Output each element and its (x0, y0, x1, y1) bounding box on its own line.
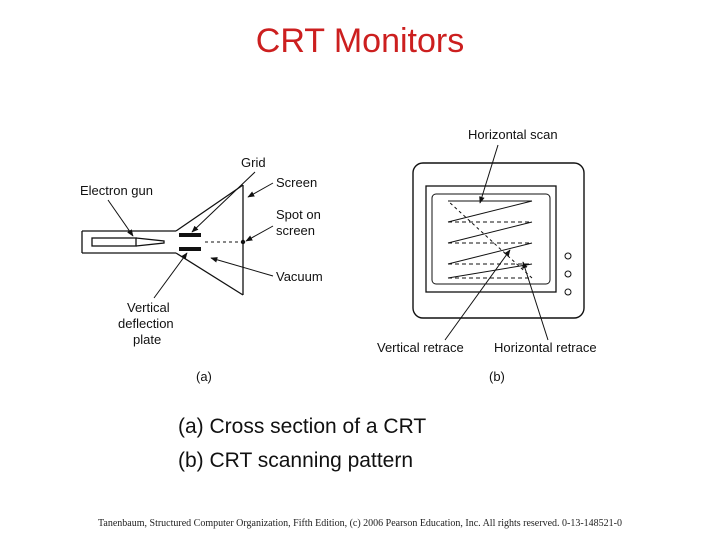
label-vertical-line1: Vertical (127, 300, 170, 315)
arrow-horizontal-scan (479, 144, 499, 204)
label-grid: Grid (241, 155, 266, 170)
slide-title: CRT Monitors (255, 22, 465, 60)
label-spot-line2: screen (276, 223, 315, 238)
arrow-horizontal-retrace (522, 261, 549, 341)
electron-gun (91, 237, 137, 247)
label-vertical-retrace: Vertical retrace (377, 340, 464, 355)
label-horizontal-retrace: Horizontal retrace (494, 340, 597, 355)
arrow-electron-gun (107, 199, 134, 237)
label-vacuum: Vacuum (276, 269, 323, 284)
crt-flare (175, 184, 244, 296)
caption-line-a: (a) Cross section of a CRT (178, 415, 427, 438)
deflection-plate-bottom (179, 247, 201, 251)
label-spot-line1: Spot on (276, 207, 321, 222)
monitor-knob-1 (564, 252, 572, 260)
arrow-spot (245, 225, 274, 242)
arrow-vacuum (210, 257, 274, 277)
arrow-deflection (153, 252, 188, 299)
caption-line-b: (b) CRT scanning pattern (178, 449, 414, 472)
arrow-vertical-retrace (444, 249, 511, 341)
figure-caption: (a) Cross section of a CRT (b) CRT scann… (178, 410, 426, 478)
crt-monitor (412, 162, 585, 319)
label-electron-gun: Electron gun (80, 183, 153, 198)
deflection-plate-top (179, 233, 201, 237)
spot-on-screen (240, 239, 246, 245)
crt-figure: Grid Electron gun Screen Spot on screen … (80, 127, 597, 384)
crt-cross-section (81, 184, 244, 296)
label-screen: Screen (276, 175, 317, 190)
tag-b: (b) (489, 369, 505, 384)
scan-pattern (447, 200, 533, 279)
label-vertical-line2: deflection (118, 316, 174, 331)
label-horizontal-scan: Horizontal scan (468, 127, 558, 142)
gun-neck (81, 230, 176, 254)
copyright-footer: Tanenbaum, Structured Computer Organizat… (98, 518, 622, 529)
monitor-bezel (412, 162, 585, 319)
label-vertical-line3: plate (133, 332, 161, 347)
monitor-knob-3 (564, 288, 572, 296)
monitor-knob-2 (564, 270, 572, 278)
monitor-screen-outer (425, 185, 557, 293)
monitor-screen-inner (431, 193, 551, 285)
tag-a: (a) (196, 369, 212, 384)
arrow-grid (191, 171, 256, 233)
arrow-screen (247, 182, 274, 198)
